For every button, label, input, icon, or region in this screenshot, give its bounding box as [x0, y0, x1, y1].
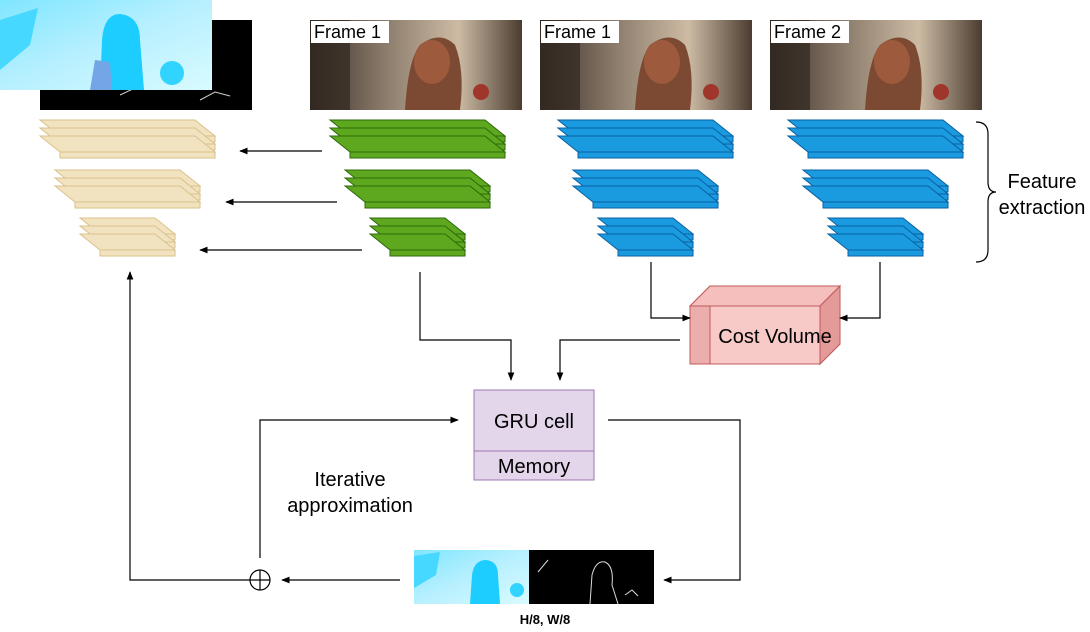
- feature-map-layer-edge: [577, 151, 734, 159]
- frame-image-3: Frame 2: [770, 20, 982, 110]
- feature-map-layer-edge: [349, 151, 506, 159]
- combine-to-decoder-arrow: [126, 271, 250, 581]
- gru-cell-label: GRU cell: [494, 411, 574, 433]
- frame-label: Frame 1: [314, 22, 381, 42]
- iteration-loop-arrow: [259, 416, 459, 558]
- context-encoder-pyramid: [328, 119, 507, 257]
- feature-map-layer-edge: [592, 201, 719, 209]
- frame-label: Frame 1: [544, 22, 611, 42]
- feature-map-layer-edge: [59, 151, 216, 159]
- feature-extraction-label: Feature: [1008, 171, 1077, 193]
- cost-volume-label: Cost Volume: [718, 326, 831, 348]
- decoder-pyramid: [38, 119, 217, 257]
- feature-extraction-brace: [975, 121, 997, 263]
- gru-to-flow-arrow: [608, 419, 741, 584]
- lowres-flow-image: [414, 550, 654, 605]
- frame-image-2: Frame 1: [540, 20, 752, 110]
- feature-map-layer: [801, 185, 950, 203]
- memory-label: Memory: [498, 456, 570, 478]
- output-flow-image: [0, 0, 252, 110]
- frame-image-1: Frame 1: [310, 20, 522, 110]
- gru-cell-block: GRU cell Memory: [473, 389, 595, 481]
- feature-map-layer-edge: [99, 249, 176, 257]
- feature-map-layer: [571, 185, 720, 203]
- feature-map-layer: [38, 135, 217, 153]
- feature-map-layer: [786, 135, 965, 153]
- feature-map-layer-edge: [74, 201, 201, 209]
- feature-map-layer-edge: [807, 151, 964, 159]
- feature-map-layer-edge: [389, 249, 466, 257]
- context-to-gru-arrow: [419, 272, 515, 381]
- feature-map-layer-edge: [847, 249, 924, 257]
- feature-map-layer: [328, 135, 507, 153]
- resolution-label: H/8, W/8: [520, 612, 571, 627]
- cost-volume-block: Cost Volume: [688, 284, 842, 366]
- feature-map-layer-edge: [822, 201, 949, 209]
- frame-label: Frame 2: [774, 22, 841, 42]
- combine-node: [249, 569, 271, 591]
- feature-encoder-pyramid-frame1: [556, 119, 735, 257]
- iterative-label: approximation: [287, 495, 413, 517]
- encoder-to-cost-arrow: [650, 262, 691, 322]
- cost-to-gru-arrow: [556, 339, 680, 381]
- iterative-label: Iterative: [314, 469, 385, 491]
- encoder-to-cost-arrow: [839, 262, 881, 322]
- feature-map-layer-edge: [364, 201, 491, 209]
- feature-map-layer: [556, 135, 735, 153]
- feature-map-layer: [53, 185, 202, 203]
- feature-extraction-label: extraction: [999, 197, 1086, 219]
- feature-map-layer: [343, 185, 492, 203]
- feature-encoder-pyramid-frame2: [786, 119, 965, 257]
- feature-map-layer-edge: [617, 249, 694, 257]
